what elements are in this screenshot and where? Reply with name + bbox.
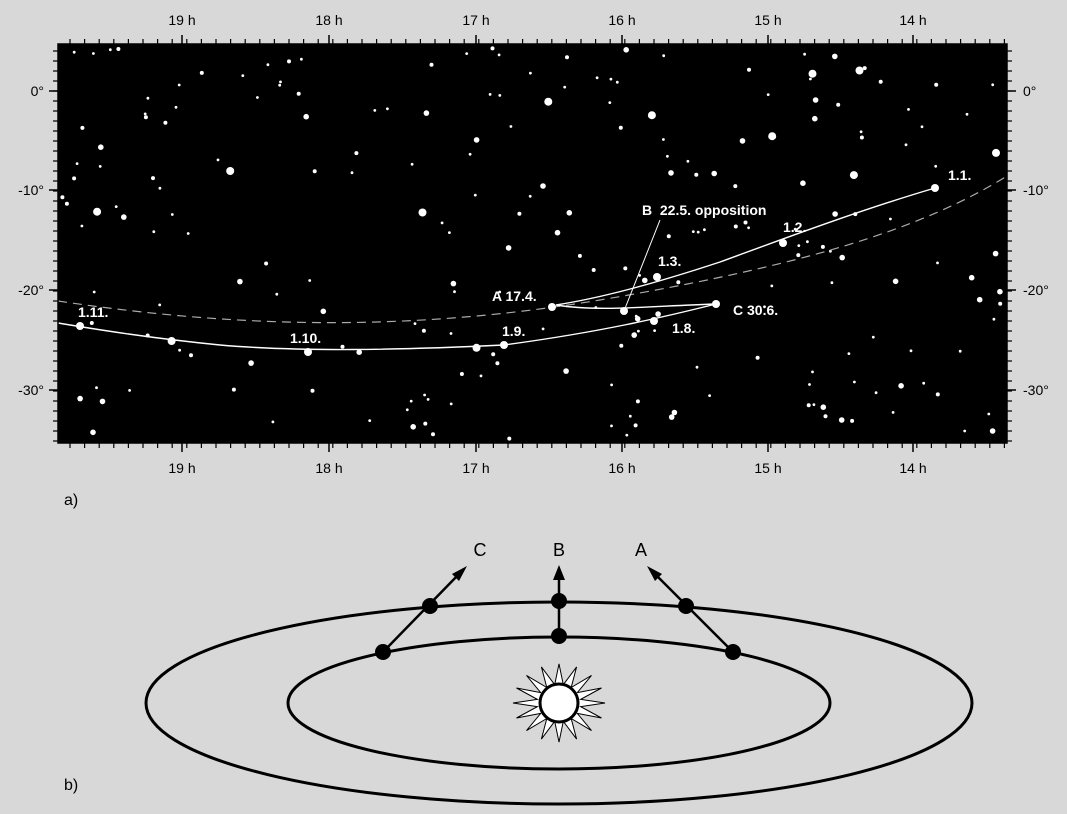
path-label: A 17.4. <box>492 288 537 304</box>
path-point-marker <box>304 348 312 356</box>
ra-tick-label-top: 16 h <box>608 12 635 28</box>
ra-tick-label-bottom: 14 h <box>899 460 926 476</box>
path-point-marker <box>620 307 628 315</box>
earth-position-b <box>551 628 567 644</box>
dec-tick-label-right: -30° <box>1023 382 1049 398</box>
sky-background <box>58 44 1007 443</box>
dec-tick-label-left: 0° <box>31 83 44 99</box>
ra-tick-label-top: 17 h <box>462 12 489 28</box>
path-label: 1.11. <box>78 304 108 320</box>
ra-tick-label-bottom: 18 h <box>315 460 342 476</box>
position-label-a: A <box>635 540 647 560</box>
path-label: C 30.6. <box>733 302 778 318</box>
dec-tick-label-left: -20° <box>18 282 44 298</box>
dec-tick-label-left: -30° <box>18 382 44 398</box>
ra-tick-label-top: 15 h <box>754 12 781 28</box>
path-label: 1.2. <box>783 219 806 235</box>
path-point-marker <box>650 317 658 325</box>
ra-tick-label-top: 19 h <box>168 12 195 28</box>
path-label: 1.10. <box>290 330 321 346</box>
position-label-b: B <box>553 540 565 560</box>
ra-tick-label-bottom: 19 h <box>168 460 195 476</box>
path-label: 1.1. <box>948 167 971 183</box>
opposition-leader-line <box>623 219 661 312</box>
earth-position-a <box>725 644 741 660</box>
arrowhead-c <box>452 566 467 581</box>
earth-position-c <box>375 644 391 660</box>
ra-tick-label-top: 18 h <box>315 12 342 28</box>
path-point-marker <box>779 239 787 247</box>
path-point-marker <box>548 303 556 311</box>
path-label: 1.9. <box>502 323 525 339</box>
axis-major-ticks <box>49 35 1016 452</box>
panel-a-label: a) <box>64 492 78 509</box>
axis-minor-ticks <box>53 39 1012 448</box>
ra-tick-label-bottom: 16 h <box>608 460 635 476</box>
dec-tick-label-right: 0° <box>1023 83 1036 99</box>
planet-position-a <box>678 598 694 614</box>
star-chart: 1.1. 1.2. 1.3. A 17.4. B 22.5. oppositio… <box>18 12 1049 509</box>
ra-tick-label-top: 14 h <box>899 12 926 28</box>
star-field <box>60 46 1003 441</box>
path-point-marker <box>712 300 720 308</box>
planet-position-c <box>422 598 438 614</box>
dec-tick-label-left: -10° <box>18 182 44 198</box>
path-point-marker <box>931 184 939 192</box>
path-point-marker <box>653 273 661 281</box>
path-label: B 22.5. opposition <box>642 202 766 218</box>
path-point-marker <box>500 341 508 349</box>
chart-frame <box>57 43 1008 444</box>
path-point-marker <box>76 322 84 330</box>
sun-icon <box>512 663 606 743</box>
ra-tick-label-bottom: 15 h <box>754 460 781 476</box>
planet-position-b <box>551 593 567 609</box>
dec-tick-label-right: -10° <box>1023 182 1049 198</box>
arrowhead-a <box>647 566 662 581</box>
path-label: 1.8. <box>672 320 695 336</box>
sightline-a <box>653 572 734 653</box>
arrowhead-b <box>553 565 565 580</box>
orbit-diagram: C B A b) <box>64 540 974 806</box>
dec-tick-label-right: -20° <box>1023 282 1049 298</box>
panel-b-label: b) <box>64 777 78 794</box>
path-label: 1.3. <box>658 253 681 269</box>
sightline-c <box>382 572 461 653</box>
ra-tick-label-bottom: 17 h <box>462 460 489 476</box>
ecliptic-line <box>57 175 1008 324</box>
position-label-c: C <box>474 540 487 560</box>
